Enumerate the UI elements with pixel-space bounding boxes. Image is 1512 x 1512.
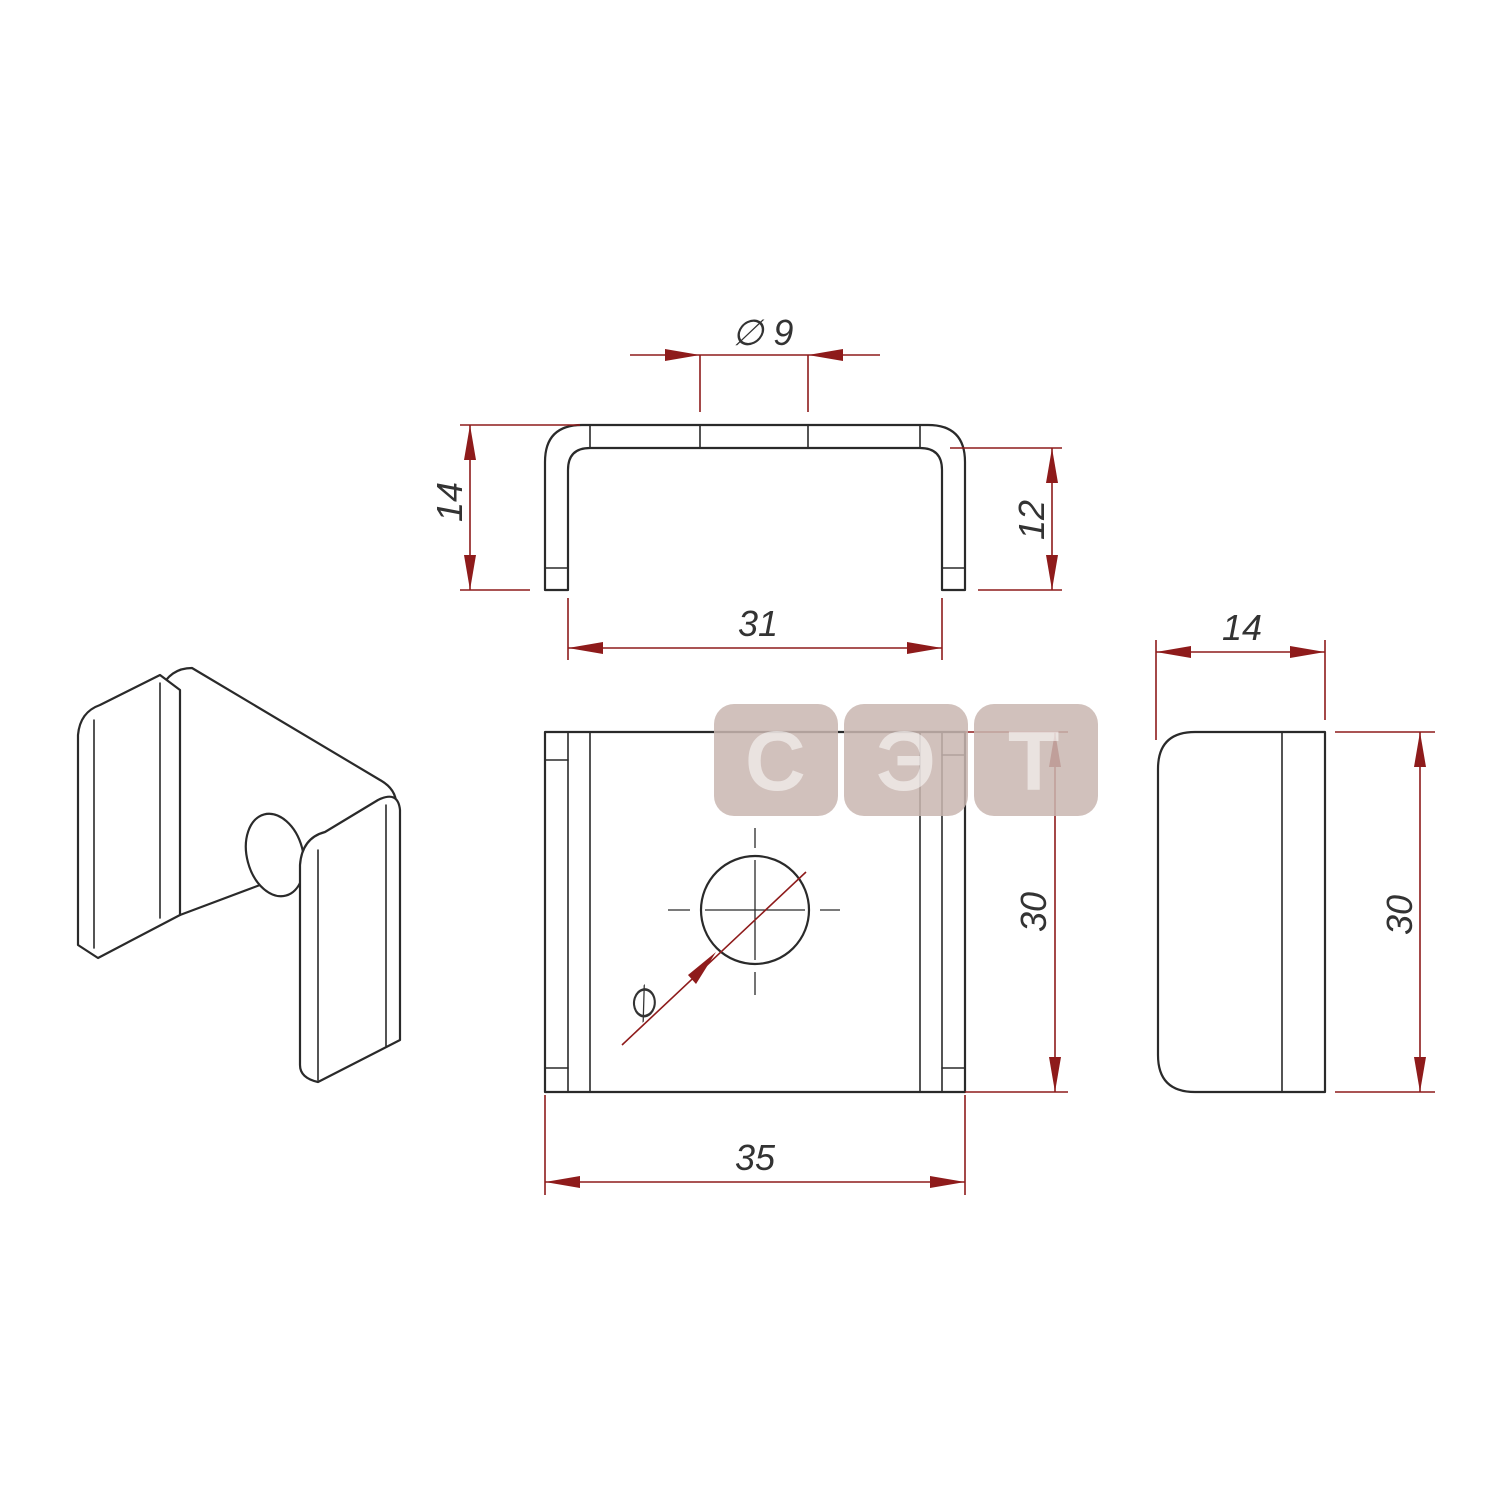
isometric-view: [76, 666, 402, 1084]
dim-top-height-outer-label: 14: [429, 482, 470, 522]
dim-front-width-label: 35: [735, 1137, 776, 1178]
side-view-outline: [1156, 730, 1327, 1094]
logo-letter-1: С: [745, 714, 806, 808]
dim-top-height-outer: 14: [429, 424, 580, 591]
dim-front-width: 35: [544, 1095, 966, 1195]
dim-side-height: 30: [1335, 731, 1435, 1093]
dim-side-height-label: 30: [1379, 895, 1420, 935]
iso-left-flange: [76, 673, 182, 960]
dim-top-inner-width-label: 31: [738, 603, 778, 644]
logo-letter-2: Э: [876, 714, 936, 808]
iso-hole: [244, 812, 306, 898]
dim-side-depth-label: 14: [1222, 607, 1262, 648]
dim-top-height-inner-label: 12: [1011, 500, 1052, 540]
logo-letter-3: Т: [1008, 714, 1059, 808]
dim-side-depth: 14: [1155, 607, 1326, 740]
top-view: [543, 423, 967, 592]
top-view-outline: [543, 423, 967, 592]
iso-right-flange: [298, 795, 402, 1084]
dim-hole-diameter-top: ∅ 9: [630, 312, 880, 412]
dim-hole-diameter-label: ∅ 9: [732, 312, 793, 353]
company-logo: С Э Т: [714, 704, 1098, 816]
dim-top-height-inner: 12: [950, 447, 1062, 591]
side-view: [1156, 730, 1327, 1094]
dim-top-inner-width: 31: [567, 598, 943, 660]
dim-front-height-label: 30: [1013, 892, 1054, 932]
